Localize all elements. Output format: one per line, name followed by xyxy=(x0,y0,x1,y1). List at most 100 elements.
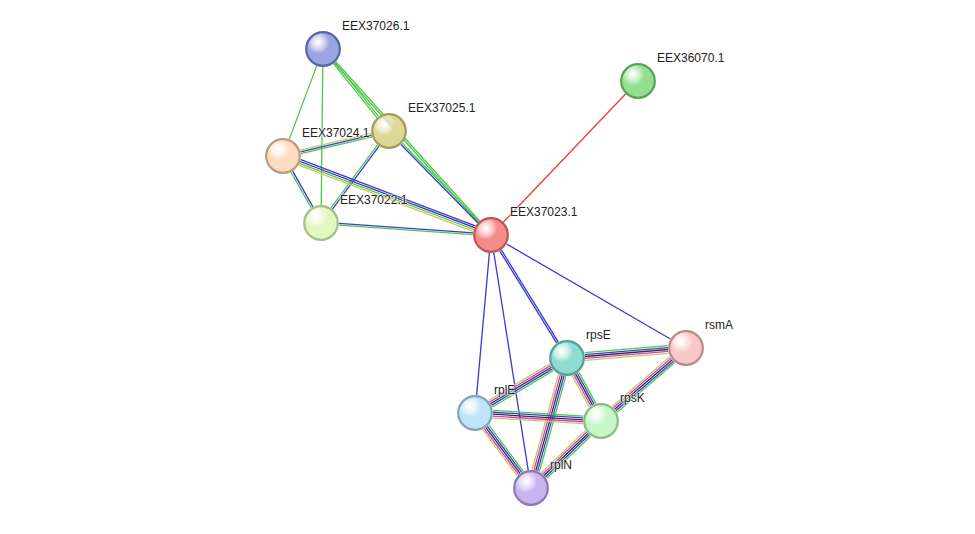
evidence-line xyxy=(494,253,528,470)
protein-label: rsmA xyxy=(705,318,733,332)
interaction-edge xyxy=(339,223,473,234)
protein-label: rpsE xyxy=(586,328,611,342)
evidence-line xyxy=(541,431,585,473)
evidence-line xyxy=(616,361,674,411)
evidence-line xyxy=(507,244,671,339)
protein-label: rpsK xyxy=(620,391,645,405)
protein-node: EEX37023.1 xyxy=(473,217,509,253)
interaction-edge xyxy=(291,171,313,208)
interaction-edge xyxy=(493,410,584,423)
protein-node: rpsE xyxy=(549,340,585,376)
evidence-line xyxy=(484,429,518,475)
node-circle xyxy=(668,330,704,366)
interaction-edge xyxy=(541,431,590,479)
evidence-line xyxy=(489,366,550,403)
interaction-edge xyxy=(585,346,669,361)
protein-node: EEX37024.1 xyxy=(265,138,301,174)
protein-node: rplE xyxy=(457,395,493,431)
evidence-line xyxy=(483,430,517,476)
evidence-line xyxy=(572,376,589,407)
evidence-line xyxy=(493,418,583,424)
protein-label: rplN xyxy=(550,458,572,472)
evidence-line xyxy=(490,367,551,404)
evidence-line xyxy=(489,425,523,471)
evidence-line xyxy=(539,376,565,471)
interaction-edge xyxy=(494,253,528,470)
evidence-line xyxy=(574,375,591,406)
evidence-line xyxy=(336,62,480,221)
protein-label: rplE xyxy=(494,383,515,397)
node-disc xyxy=(621,64,655,98)
interaction-edge xyxy=(503,94,625,222)
evidence-line xyxy=(492,370,553,407)
interaction-edge xyxy=(507,244,671,339)
protein-label: EEX37023.1 xyxy=(510,205,577,219)
evidence-line xyxy=(547,436,591,478)
node-circle xyxy=(513,470,549,506)
evidence-line xyxy=(613,358,671,408)
evidence-line xyxy=(487,426,521,472)
interaction-edge xyxy=(401,143,479,223)
interaction-edge xyxy=(334,62,379,117)
protein-node: EEX36070.1 xyxy=(620,63,656,99)
evidence-line xyxy=(543,432,587,474)
evidence-line xyxy=(293,171,313,207)
protein-label: EEX37022.1 xyxy=(340,193,407,207)
evidence-line xyxy=(339,225,473,234)
evidence-line xyxy=(585,353,668,360)
protein-label: EEX36070.1 xyxy=(657,51,724,65)
evidence-line xyxy=(491,369,552,406)
node-circle xyxy=(620,63,656,99)
node-disc xyxy=(266,139,300,173)
protein-label: EEX37025.1 xyxy=(408,101,475,115)
protein-node: EEX37025.1 xyxy=(371,113,407,149)
evidence-line xyxy=(291,172,311,208)
node-disc xyxy=(474,218,508,252)
node-disc xyxy=(584,404,618,438)
interaction-edge xyxy=(477,253,490,395)
evidence-line xyxy=(544,433,588,475)
interaction-edge xyxy=(612,357,675,412)
node-circle xyxy=(549,340,585,376)
evidence-line xyxy=(503,94,625,222)
evidence-line xyxy=(334,64,377,118)
evidence-line xyxy=(334,63,478,222)
node-circle xyxy=(303,205,339,241)
node-disc xyxy=(304,206,338,240)
node-disc xyxy=(514,471,548,505)
node-circle xyxy=(305,31,341,67)
node-circle xyxy=(583,403,619,439)
protein-label: EEX37026.1 xyxy=(342,19,409,33)
node-disc xyxy=(669,331,703,365)
evidence-line xyxy=(339,223,473,232)
interaction-edge xyxy=(500,250,559,343)
evidence-line xyxy=(617,363,675,413)
evidence-line xyxy=(401,145,478,223)
node-circle xyxy=(265,138,301,174)
evidence-line xyxy=(612,357,670,407)
evidence-line xyxy=(489,364,550,401)
protein-node: rsmA xyxy=(668,330,704,366)
node-disc xyxy=(550,341,584,375)
interaction-edge xyxy=(483,425,524,476)
evidence-line xyxy=(402,143,479,221)
interaction-edge xyxy=(572,372,596,407)
evidence-line xyxy=(500,251,557,343)
protein-node: EEX37026.1 xyxy=(305,31,341,67)
interaction-edge xyxy=(489,364,554,407)
protein-node: rplN xyxy=(513,470,549,506)
node-circle xyxy=(457,395,493,431)
evidence-line xyxy=(477,253,490,395)
interaction-edge xyxy=(334,62,479,223)
evidence-line xyxy=(545,435,589,477)
evidence-line xyxy=(615,360,673,410)
node-disc xyxy=(306,32,340,66)
node-disc xyxy=(372,114,406,148)
node-disc xyxy=(458,396,492,430)
protein-node: EEX37022.1 xyxy=(303,205,339,241)
evidence-line xyxy=(501,250,558,342)
evidence-line xyxy=(486,427,520,473)
